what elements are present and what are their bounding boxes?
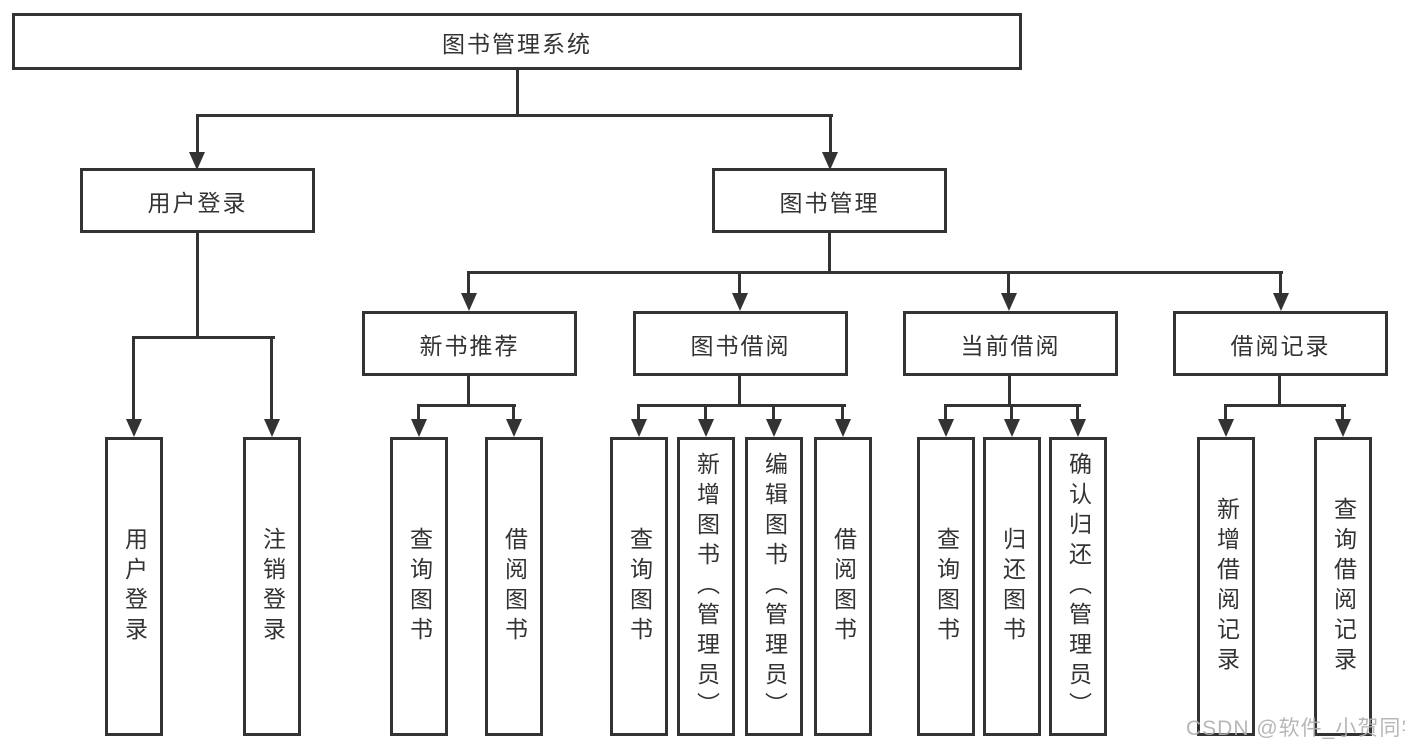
connector-line bbox=[467, 376, 470, 406]
leaf-label: 查询图书 bbox=[626, 526, 653, 647]
connector-line bbox=[1279, 271, 1282, 295]
arrowhead-down-icon bbox=[822, 152, 838, 170]
leaf-add-book-admin: 新增图书（管理员） bbox=[677, 437, 735, 736]
node-label: 新书推荐 bbox=[419, 332, 520, 359]
arrowhead-down-icon bbox=[938, 419, 954, 437]
arrowhead-down-icon bbox=[732, 293, 748, 311]
connector-line bbox=[1224, 404, 1227, 421]
connector-line bbox=[132, 336, 275, 339]
node-root: 图书管理系统 bbox=[12, 13, 1022, 70]
node-user-login-branch: 用户登录 bbox=[80, 168, 315, 233]
connector-line bbox=[1224, 404, 1346, 407]
leaf-label: 新增图书（管理员） bbox=[693, 451, 720, 722]
node-label: 用户登录 bbox=[147, 189, 248, 216]
node-label: 图书借阅 bbox=[690, 332, 791, 359]
connector-line bbox=[829, 114, 832, 156]
node-new-book-recommend: 新书推荐 bbox=[362, 311, 577, 376]
leaf-edit-book-admin: 编辑图书（管理员） bbox=[745, 437, 803, 736]
connector-line bbox=[196, 114, 833, 117]
leaf-current-query-book: 查询图书 bbox=[917, 437, 975, 736]
connector-line bbox=[944, 404, 947, 421]
connector-line bbox=[738, 376, 741, 406]
arrowhead-down-icon bbox=[1273, 293, 1289, 311]
leaf-borrow-query-book: 查询图书 bbox=[610, 437, 668, 736]
leaf-label: 查询图书 bbox=[933, 526, 960, 647]
connector-line bbox=[417, 404, 420, 421]
arrowhead-down-icon bbox=[189, 152, 205, 170]
leaf-borrow-book: 借阅图书 bbox=[814, 437, 872, 736]
connector-line bbox=[467, 271, 470, 295]
leaf-label: 归还图书 bbox=[999, 526, 1026, 647]
arrowhead-down-icon bbox=[698, 419, 714, 437]
arrowhead-down-icon bbox=[631, 419, 647, 437]
leaf-label: 注销登录 bbox=[259, 526, 286, 647]
leaf-query-borrow-record: 查询借阅记录 bbox=[1314, 437, 1372, 736]
leaf-label: 编辑图书（管理员） bbox=[761, 451, 788, 722]
connector-line bbox=[772, 404, 775, 421]
leaf-label: 用户登录 bbox=[121, 526, 148, 647]
arrowhead-down-icon bbox=[1001, 293, 1017, 311]
leaf-label: 借阅图书 bbox=[830, 526, 857, 647]
connector-line bbox=[1010, 404, 1013, 421]
leaf-label: 新增借阅记录 bbox=[1213, 496, 1240, 677]
connector-line bbox=[516, 70, 519, 116]
arrowhead-down-icon bbox=[506, 419, 522, 437]
node-label: 图书管理 bbox=[779, 189, 880, 216]
leaf-label: 确认归还（管理员） bbox=[1065, 451, 1092, 722]
connector-line bbox=[1341, 404, 1344, 421]
connector-line bbox=[417, 404, 516, 407]
leaf-recommend-borrow-book: 借阅图书 bbox=[485, 437, 543, 736]
node-book-borrow: 图书借阅 bbox=[633, 311, 848, 376]
connector-line bbox=[270, 336, 273, 421]
connector-line bbox=[704, 404, 707, 421]
connector-line bbox=[1008, 376, 1011, 406]
connector-line bbox=[637, 404, 640, 421]
connector-line bbox=[467, 271, 1283, 274]
node-label: 当前借阅 bbox=[960, 332, 1061, 359]
arrowhead-down-icon bbox=[461, 293, 477, 311]
connector-line bbox=[132, 336, 135, 421]
arrowhead-down-icon bbox=[264, 419, 280, 437]
node-current-borrow: 当前借阅 bbox=[903, 311, 1118, 376]
connector-line bbox=[196, 114, 199, 156]
leaf-label: 查询借阅记录 bbox=[1330, 496, 1357, 677]
arrowhead-down-icon bbox=[1070, 419, 1086, 437]
connector-line bbox=[738, 271, 741, 295]
connector-line bbox=[196, 233, 199, 338]
leaf-label: 查询图书 bbox=[406, 526, 433, 647]
arrowhead-down-icon bbox=[1335, 419, 1351, 437]
arrowhead-down-icon bbox=[835, 419, 851, 437]
leaf-recommend-query-book: 查询图书 bbox=[390, 437, 448, 736]
arrowhead-down-icon bbox=[766, 419, 782, 437]
node-book-management: 图书管理 bbox=[712, 168, 947, 233]
connector-line bbox=[841, 404, 844, 421]
connector-line bbox=[828, 233, 831, 273]
connector-line bbox=[512, 404, 515, 421]
node-label: 借阅记录 bbox=[1230, 332, 1331, 359]
connector-line bbox=[1007, 271, 1010, 295]
leaf-logout: 注销登录 bbox=[243, 437, 301, 736]
connector-line bbox=[1076, 404, 1079, 421]
leaf-label: 借阅图书 bbox=[501, 526, 528, 647]
leaf-return-book: 归还图书 bbox=[983, 437, 1041, 736]
connector-line bbox=[1278, 376, 1281, 406]
leaf-add-borrow-record: 新增借阅记录 bbox=[1197, 437, 1255, 736]
leaf-confirm-return-admin: 确认归还（管理员） bbox=[1049, 437, 1107, 736]
arrowhead-down-icon bbox=[1004, 419, 1020, 437]
csdn-watermark: CSDN @软件_小贺同学 bbox=[1186, 717, 1405, 740]
arrowhead-down-icon bbox=[411, 419, 427, 437]
arrowhead-down-icon bbox=[126, 419, 142, 437]
arrowhead-down-icon bbox=[1218, 419, 1234, 437]
connector-line bbox=[637, 404, 846, 407]
node-borrow-record: 借阅记录 bbox=[1173, 311, 1388, 376]
node-root-label: 图书管理系统 bbox=[442, 30, 592, 57]
leaf-user-login: 用户登录 bbox=[105, 437, 163, 736]
